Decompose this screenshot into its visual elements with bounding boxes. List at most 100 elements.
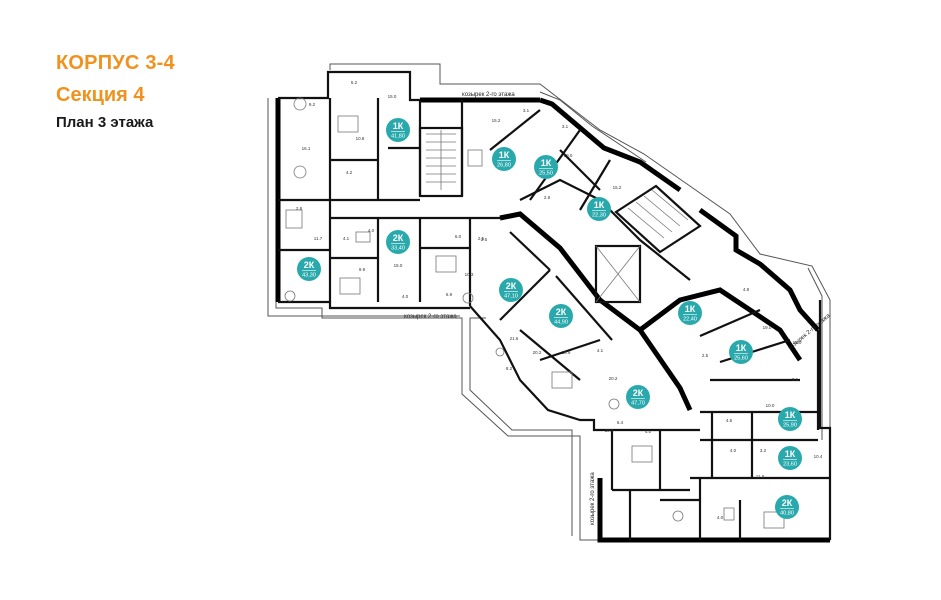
- room-area-label: 2.9: [544, 195, 551, 200]
- apartment-area: 40,80: [780, 511, 794, 517]
- apartment-type: 2К: [633, 388, 644, 398]
- canopy-label: козырек 2-го этажа: [404, 314, 457, 320]
- room-area-label: 15.0: [793, 340, 802, 345]
- apartment-type: 2К: [304, 260, 315, 270]
- floor-plan-title: План 3 этажа: [56, 114, 154, 131]
- apartment-badge: 1К 41,80: [386, 118, 410, 142]
- apartment-badge: 2К 43,30: [297, 257, 321, 281]
- room-area-label: 16.1: [302, 146, 311, 151]
- room-area-label: 19.0: [564, 153, 573, 158]
- building-title: КОРПУС 3-4: [56, 52, 175, 74]
- apartment-badges: 1К 41,80 1К 26,80 1К 25,50 1К 22,30 2К 33,40 2К 43,…: [297, 118, 802, 519]
- balcony-outline: [267, 63, 831, 541]
- room-area-label: 4.0: [730, 448, 737, 453]
- room-area-label: 4.0: [368, 228, 375, 233]
- apartment-badge-circle: [587, 197, 611, 221]
- apartment-badge-circle: [626, 385, 650, 409]
- furniture: [284, 97, 785, 529]
- room-area-label: 10.4: [605, 428, 614, 433]
- apartment-badge: 1К 22,30: [587, 197, 611, 221]
- room-area-label: 5.2: [351, 80, 358, 85]
- apartment-badge-circle: [678, 301, 702, 325]
- room-area-label: 3.2: [760, 448, 767, 453]
- apartment-badge-circle: [778, 446, 802, 470]
- room-area-label: 21.6: [510, 336, 519, 341]
- apartment-type: 1К: [499, 150, 510, 160]
- apartment-area: 25,90: [783, 423, 797, 429]
- room-area-labels: 9.25.215.015.23.13.116.110.819.015.22.94…: [296, 80, 823, 520]
- room-area-label: 4.1: [597, 348, 604, 353]
- room-area-label: 19.0: [763, 325, 772, 330]
- apartment-type: 1К: [785, 449, 796, 459]
- apartment-area: 25,50: [539, 171, 553, 177]
- room-area-label: 3.1: [792, 377, 799, 382]
- apartment-area: 25,60: [734, 356, 748, 362]
- room-area-label: 4.1: [343, 236, 350, 241]
- canopy-label: козырек 2-го этажа: [590, 472, 596, 525]
- apartment-area: 44,90: [554, 320, 568, 326]
- apartment-type: 2К: [782, 498, 793, 508]
- apartment-area: 47,70: [631, 401, 645, 407]
- apartment-type: 2К: [393, 233, 404, 243]
- apartment-badge-circle: [778, 407, 802, 431]
- apartment-type: 2К: [506, 281, 517, 291]
- apartment-area: 26,80: [497, 163, 511, 169]
- apartment-area: 33,40: [391, 246, 405, 252]
- apartment-area: 41,80: [391, 134, 405, 140]
- apartment-badge-circle: [775, 495, 799, 519]
- apartment-badge-circle: [386, 230, 410, 254]
- apartment-badge: 2К 33,40: [386, 230, 410, 254]
- apartment-badge: 1К 23,60: [778, 446, 802, 470]
- room-area-label: 15.2: [492, 118, 501, 123]
- room-area-label: 4.0: [717, 515, 724, 520]
- apartment-type: 1К: [736, 343, 747, 353]
- apartment-badge-circle: [499, 278, 523, 302]
- apartment-badge: 1К 25,50: [534, 155, 558, 179]
- building-walls: [275, 70, 832, 543]
- room-area-label: 10.0: [766, 403, 775, 408]
- apartment-badge: 1К 26,80: [492, 147, 516, 171]
- room-area-label: 10.9: [562, 350, 571, 355]
- room-area-label: 2.5: [481, 237, 488, 242]
- room-area-label: 2.8: [296, 206, 303, 211]
- apartment-badge: 1К 25,60: [729, 340, 753, 364]
- apartment-area: 43,30: [302, 273, 316, 279]
- apartment-type: 1К: [393, 121, 404, 131]
- room-area-label: 2.5: [478, 236, 485, 241]
- apartment-badge-circle: [729, 340, 753, 364]
- room-area-label: 8.2: [506, 366, 513, 371]
- room-area-label: 4.0: [645, 429, 652, 434]
- room-area-label: 20.2: [609, 376, 618, 381]
- apartment-badge-circle: [492, 147, 516, 171]
- apartment-badge-circle: [386, 118, 410, 142]
- room-area-label: 11.7: [314, 236, 323, 241]
- room-area-label: 10.3: [465, 272, 474, 277]
- apartment-area: 22,30: [592, 213, 606, 219]
- room-area-label: 15.2: [613, 185, 622, 190]
- room-area-label: 4.6: [726, 418, 733, 423]
- room-area-label: 4.8: [743, 287, 750, 292]
- apartment-badge-circle: [534, 155, 558, 179]
- room-area-label: 3.1: [523, 108, 530, 113]
- canopy-label: козырек 2-го этажа: [462, 92, 515, 98]
- room-area-label: 6.0: [455, 234, 462, 239]
- apartment-area: 22,40: [683, 317, 697, 323]
- room-area-label: 4.0: [402, 294, 409, 299]
- apartment-badge: 2К 47,70: [626, 385, 650, 409]
- apartment-type: 1К: [541, 158, 552, 168]
- apartment-badge-circle: [297, 257, 321, 281]
- apartment-type: 1К: [594, 200, 605, 210]
- section-title: Секция 4: [56, 84, 145, 106]
- room-area-label: 10.8: [356, 136, 365, 141]
- room-area-label: 9.9: [359, 267, 366, 272]
- apartment-area: 23,60: [783, 462, 797, 468]
- room-area-label: 4.2: [346, 170, 353, 175]
- apartment-type: 1К: [685, 304, 696, 314]
- apartment-badge: 2К 40,80: [775, 495, 799, 519]
- room-area-label: 6.4: [617, 420, 624, 425]
- apartment-badge-circle: [549, 304, 573, 328]
